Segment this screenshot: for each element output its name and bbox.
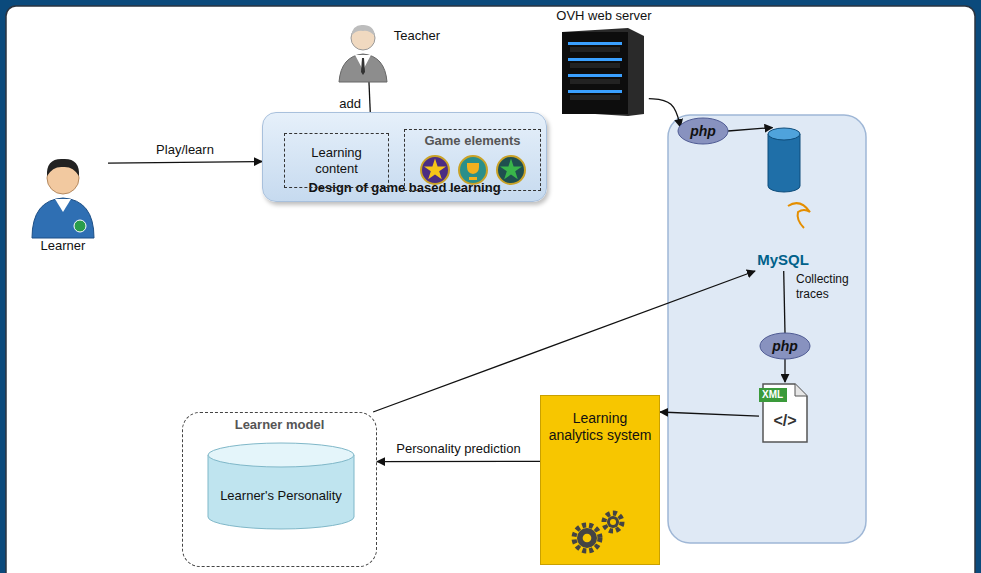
server-icon-part [570, 47, 620, 52]
server-icon: OVH web server [548, 4, 660, 114]
personality-cylinder-part [208, 443, 354, 467]
php-ellipse-part [678, 118, 728, 144]
xml-file-part [795, 384, 807, 396]
white-panel [6, 6, 975, 573]
connector-arrow [728, 128, 773, 131]
analytics-box-part [610, 519, 616, 525]
learner-icon-part [55, 199, 71, 212]
server-icon-part [568, 58, 622, 61]
server-icon-part [568, 90, 622, 93]
server-icon-part [570, 95, 620, 100]
node-text: MySQL [757, 251, 809, 269]
connector-arrow [377, 461, 540, 463]
xml-file: XML </> [759, 382, 811, 444]
learner-icon: Learner [18, 140, 108, 256]
node-text: php [690, 123, 716, 140]
analytics-box-part [583, 534, 592, 543]
node-text: </> [773, 411, 796, 430]
node-text: Learning content [289, 145, 384, 176]
learner-icon-part [32, 198, 94, 238]
node-text: OVH web server [556, 8, 651, 24]
node-text: Learner [41, 238, 86, 254]
learner-model-box: Learner modelLearner's Personality [182, 412, 377, 567]
teacher-icon: Teacher [333, 20, 442, 82]
connector-arrow [373, 271, 755, 412]
analytics-box: Learning analytics system [540, 395, 660, 565]
server-icon-part [562, 32, 628, 114]
mysql-database-art [748, 120, 818, 270]
xml-file-part [759, 388, 787, 402]
node-text: Teacher [394, 28, 440, 44]
mysql-database-part [768, 134, 800, 192]
teacher-icon-part [351, 25, 375, 36]
game-elements-box-part [424, 158, 446, 179]
node-text: php [772, 338, 798, 355]
mysql-database: MySQL [748, 120, 818, 271]
php-ellipse: php [678, 118, 728, 144]
game-elements-box: Game elements [404, 129, 541, 191]
note-label: Collecting traces [796, 272, 858, 302]
personality-cylinder: Learner's Personality [206, 441, 356, 531]
game-elements-box-part [500, 158, 522, 179]
server-icon-part [568, 74, 622, 77]
server-icon-part [570, 63, 620, 68]
server-panel [668, 115, 866, 543]
mysql-database-part [788, 203, 810, 228]
analytics-box-part [607, 516, 619, 528]
game-elements-box-part [497, 156, 525, 184]
personality-cylinder-art [206, 441, 356, 531]
mysql-database-part [768, 128, 800, 140]
connector-arrow [108, 162, 262, 164]
analytics-box-part [604, 513, 622, 531]
node-text: Game elements [424, 133, 520, 149]
php-ellipse: php [760, 333, 810, 359]
game-elements-box-part [459, 156, 487, 184]
connector-arrow [784, 359, 785, 382]
edge-label: add [337, 96, 363, 112]
teacher-icon-part [339, 54, 387, 82]
node-text: Learning analytics system [547, 410, 653, 444]
connector-arrow [649, 99, 681, 128]
php-ellipse-part [760, 333, 810, 359]
design-box: Design of game based learningLearning co… [262, 112, 547, 202]
game-elements-box-part [421, 156, 449, 184]
game-elements-box-part [467, 163, 479, 180]
analytics-box-part [577, 528, 597, 548]
learner-icon-art [18, 140, 108, 255]
content-box: Learning content [284, 133, 389, 188]
teacher-icon-part [361, 58, 365, 75]
server-icon-part [562, 28, 644, 116]
node-text: Learner model [235, 417, 325, 433]
edge-label: Play/learn [154, 142, 216, 158]
connector-arrow [660, 412, 759, 416]
learner-icon-part [47, 159, 79, 176]
node-text: Learner's Personality [220, 488, 342, 504]
edge-label: Personality prediction [394, 441, 522, 457]
server-icon-part [570, 79, 620, 84]
node-text: XML [762, 389, 783, 401]
analytics-box-part [574, 525, 600, 551]
server-icon-part [568, 42, 622, 45]
learner-icon-part [74, 220, 86, 232]
connector-arrow [784, 271, 785, 333]
